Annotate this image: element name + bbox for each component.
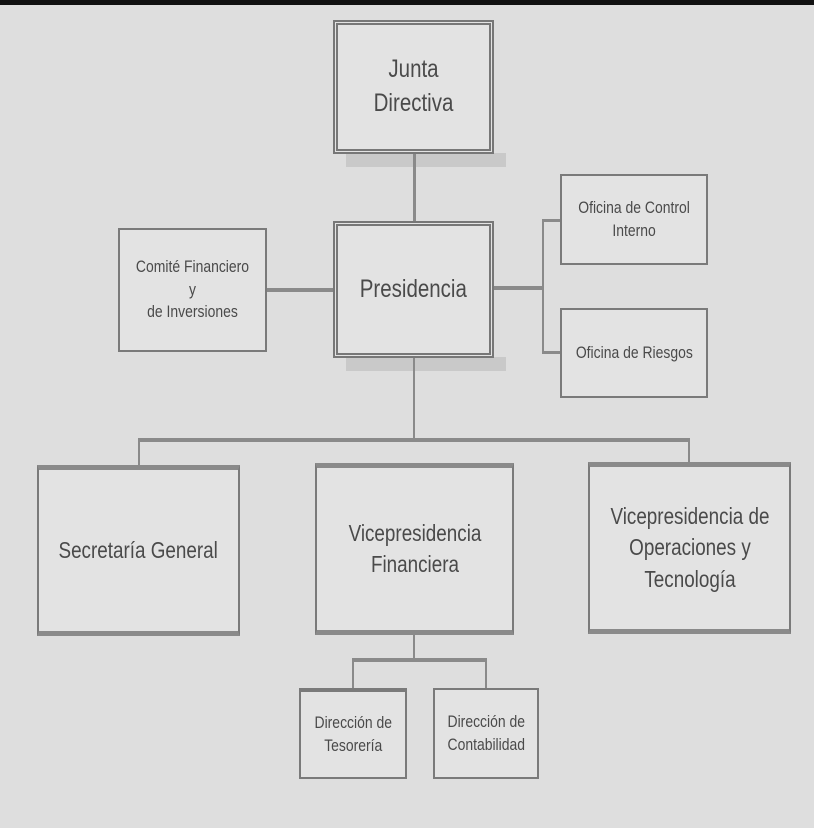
node-label: Tesorería: [323, 735, 383, 755]
node-secretaria-general[interactable]: Secretaría General: [37, 465, 240, 636]
node-presidencia[interactable]: Presidencia: [333, 221, 494, 358]
connector-contabilidad: [485, 658, 487, 689]
box-shadow: [346, 357, 506, 371]
connector-control-interno: [542, 219, 561, 222]
connector-vpfin-direcciones: [413, 633, 415, 660]
node-label: Vicepresidencia: [348, 519, 481, 546]
connector-riesgos: [542, 351, 561, 354]
connector-oficinas-bracket: [542, 220, 544, 353]
connector-presidencia-oficinas: [492, 286, 544, 290]
node-label: Junta Directiva: [373, 55, 454, 117]
node-oficina-riesgos[interactable]: Oficina de Riesgos: [560, 308, 708, 398]
connector-secretaria: [138, 438, 140, 467]
node-label: Dirección de: [314, 712, 392, 732]
node-junta-directiva[interactable]: Junta Directiva: [333, 20, 494, 154]
node-label: Operaciones y: [628, 534, 751, 561]
node-label: Comité Financiero y: [135, 256, 250, 299]
connector-junta-presidencia: [413, 153, 416, 223]
node-label: Contabilidad: [447, 734, 525, 754]
connector-comite-presidencia: [267, 288, 335, 292]
node-label: Interno: [612, 220, 656, 240]
connector-direcciones-horizontal: [352, 658, 487, 662]
node-label: Dirección de: [447, 711, 525, 731]
connector-tesoreria: [352, 658, 354, 689]
scan-top-border: [0, 0, 814, 5]
node-direccion-tesoreria[interactable]: Dirección de Tesorería: [299, 688, 407, 779]
box-shadow: [346, 153, 506, 167]
node-label: Secretaría General: [58, 536, 219, 563]
node-comite-financiero[interactable]: Comité Financiero y de Inversiones: [118, 228, 267, 352]
node-label: de Inversiones: [147, 302, 238, 322]
connector-vp-operaciones: [688, 438, 690, 464]
connector-presidencia-vps: [413, 357, 415, 440]
node-label: Oficina de Riesgos: [575, 342, 693, 362]
node-label: Presidencia: [359, 274, 468, 303]
node-label: Vicepresidencia de: [609, 503, 770, 530]
node-label: Financiera: [370, 551, 459, 577]
node-label: Tecnología: [643, 565, 736, 592]
node-vp-operaciones-tecnologia[interactable]: Vicepresidencia de Operaciones y Tecnologí…: [588, 462, 791, 634]
node-direccion-contabilidad[interactable]: Dirección de Contabilidad: [433, 688, 539, 779]
connector-vps-horizontal: [139, 438, 690, 442]
node-label: Oficina de Control: [578, 197, 690, 217]
